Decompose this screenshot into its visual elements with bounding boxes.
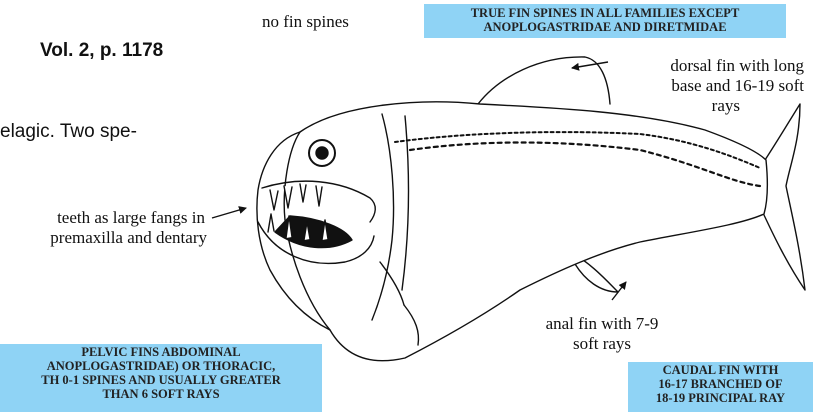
- fish-body: [284, 102, 767, 361]
- teeth-pointer: [212, 208, 246, 218]
- dorsal-fin: [478, 57, 610, 104]
- caudal-fin: [764, 104, 805, 290]
